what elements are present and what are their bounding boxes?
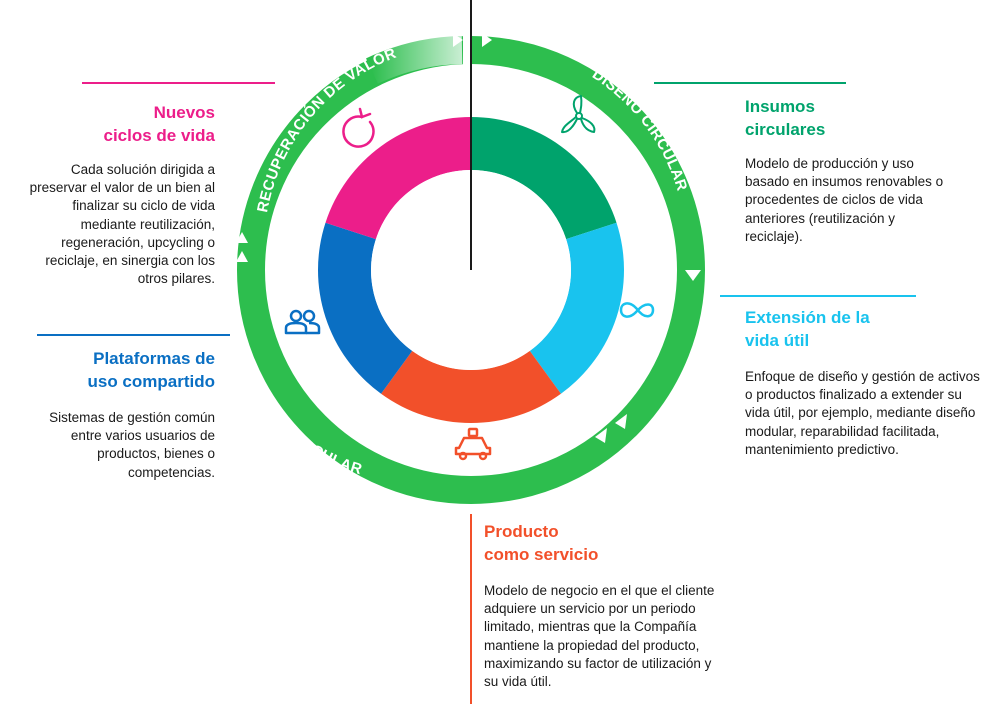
donut-segment-4 (318, 222, 413, 394)
car-icon (454, 427, 492, 461)
people-icon (284, 309, 321, 335)
pillar-producto: Producto como servicio Modelo de negocio… (484, 520, 746, 691)
rule-insumos (654, 82, 846, 84)
infinity-icon (619, 302, 655, 318)
pillar-nuevos: Nuevos ciclos de vida Cada solución diri… (10, 101, 215, 288)
pillar-nuevos-title: Nuevos ciclos de vida (103, 103, 216, 145)
pillar-nuevos-text: Cada solución dirigida a preservar el va… (29, 162, 215, 287)
pillar-insumos-text: Modelo de producción y uso basado en ins… (745, 156, 944, 244)
rule-producto (470, 514, 472, 704)
ring-arrow-left-2 (236, 251, 248, 262)
rule-extension (720, 295, 916, 297)
ring-arrow-bottom-2 (615, 414, 627, 429)
pillar-extension-text: Enfoque de diseño y gestión de activos o… (745, 369, 980, 457)
donut-segment-1 (471, 117, 617, 240)
rule-nuevos (82, 82, 275, 84)
ring-arrow-right (685, 270, 701, 281)
ring-arrow-top-2 (482, 33, 492, 47)
pillar-extension: Extensión de la vida útil Enfoque de dis… (745, 306, 997, 459)
pillar-producto-title: Producto como servicio (484, 522, 599, 564)
ring-arrow-bottom-1 (595, 428, 607, 443)
ring-arrow-left-1 (236, 232, 248, 243)
ring-fade-segment (366, 36, 463, 84)
ring-arrow-top-1 (453, 33, 463, 47)
pillar-plataformas: Plataformas de uso compartido Sistemas d… (10, 347, 215, 482)
donut-segment-5 (325, 117, 471, 240)
donut-segment-3 (381, 350, 561, 424)
refresh-icon (342, 107, 375, 148)
pillar-insumos: Insumos circulares Modelo de producción … (745, 95, 995, 246)
pillar-plataformas-text: Sistemas de gestión común entre varios u… (49, 410, 215, 480)
pillar-plataformas-title: Plataformas de uso compartido (87, 349, 215, 391)
donut-chart (318, 117, 624, 424)
ring-gap (463, 30, 470, 70)
pillar-producto-text: Modelo de negocio en el que el cliente a… (484, 583, 715, 690)
pillar-extension-title: Extensión de la vida útil (745, 308, 870, 350)
wind-turbine-icon (561, 95, 596, 134)
pillar-insumos-title: Insumos circulares (745, 97, 826, 139)
rule-plataformas (37, 334, 230, 336)
donut-segment-2 (529, 222, 624, 394)
